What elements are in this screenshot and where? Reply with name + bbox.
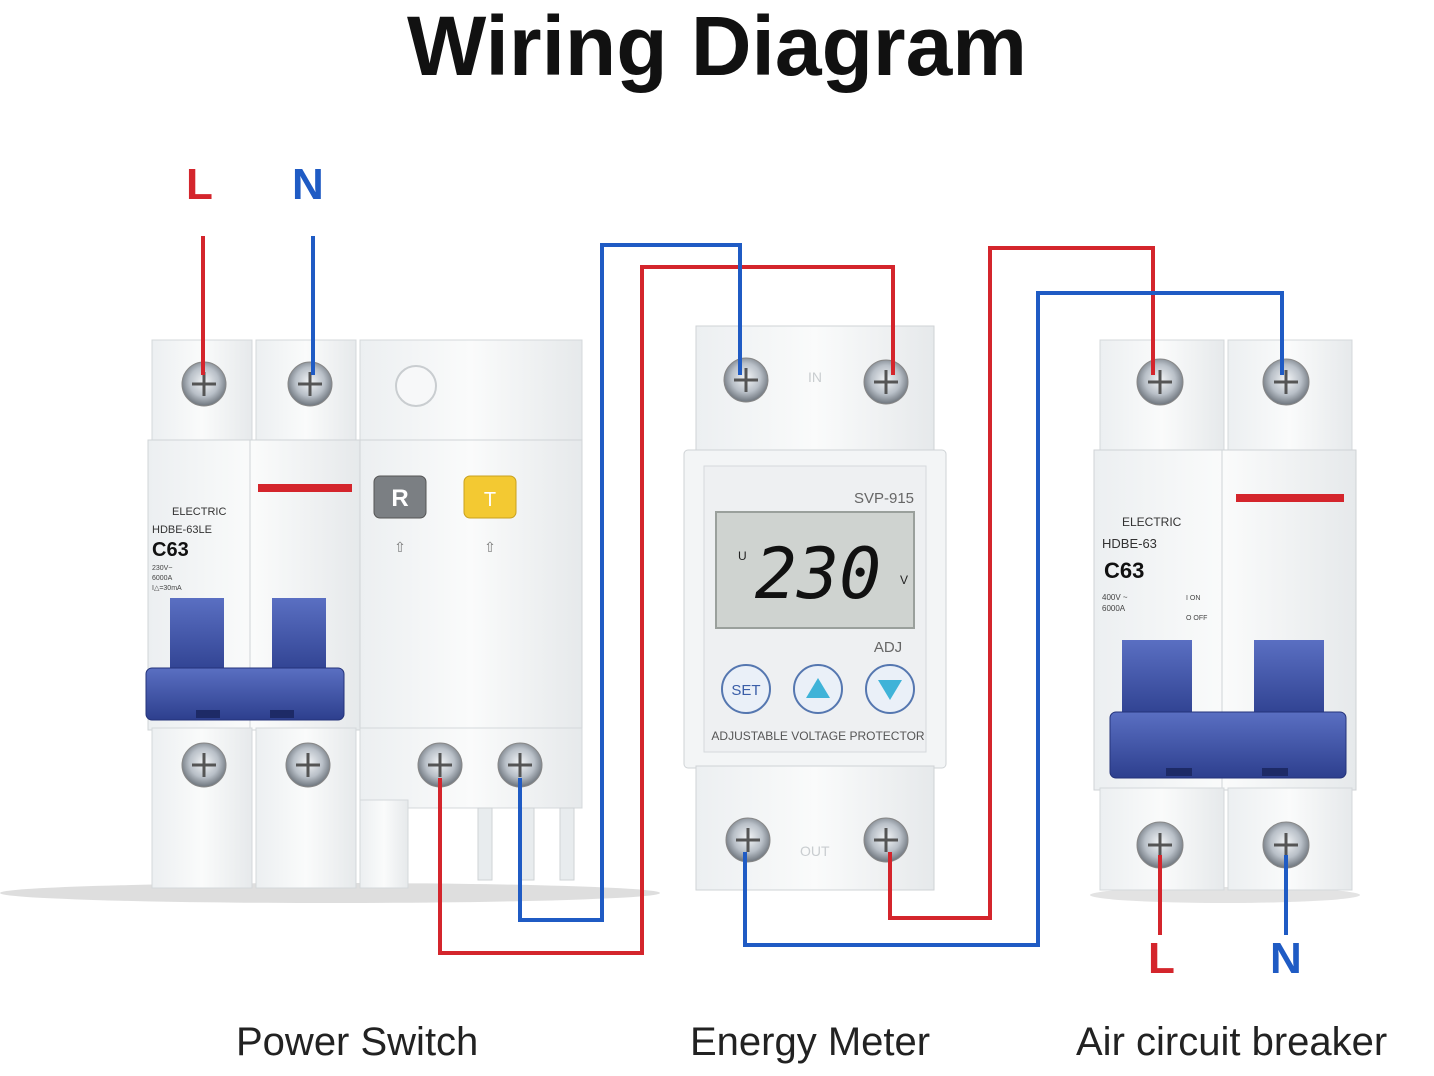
power-switch: R T ⇧ ⇧ ELECTRIC HDBE-63LE C63 230V~ 600… bbox=[0, 339, 660, 903]
acb-screw-bot-l bbox=[1136, 821, 1184, 869]
meter-screw-in-n bbox=[723, 357, 769, 403]
meter-model: SVP-915 bbox=[854, 490, 914, 507]
wire-meter-to-acb-neutral bbox=[743, 291, 1284, 947]
output-live-label: L bbox=[1148, 934, 1175, 983]
ps-screw-bot-2 bbox=[285, 742, 331, 788]
ps-screw-bot-1 bbox=[181, 742, 227, 788]
energy-meter: IN OUT SVP-915 U 230 V ADJ SET ADJUSTABL… bbox=[683, 325, 947, 891]
acb-on: I ON bbox=[1186, 595, 1200, 602]
meter-unit-u: U bbox=[738, 549, 747, 563]
reset-button-label: R bbox=[391, 485, 408, 512]
acb-brand: ELECTRIC bbox=[1122, 515, 1182, 529]
ps-spec-1: 230V~ bbox=[152, 565, 172, 572]
acb-spec-1: 400V ~ bbox=[1102, 593, 1128, 602]
caption-air-circuit-breaker: Air circuit breaker bbox=[1076, 1020, 1388, 1064]
ps-spec-3: I△=30mA bbox=[152, 585, 182, 592]
ps-spec-2: 6000A bbox=[152, 575, 173, 582]
meter-in-label: IN bbox=[808, 369, 822, 385]
wire-ps-to-meter-live bbox=[438, 265, 895, 955]
wire-meter-to-acb-live bbox=[888, 246, 1155, 920]
wires bbox=[201, 236, 1288, 955]
meter-screw-out-n bbox=[725, 817, 771, 863]
meter-unit-v: V bbox=[900, 573, 908, 587]
acb-model: HDBE-63 bbox=[1102, 536, 1157, 551]
acb-spec-2: 6000A bbox=[1102, 604, 1126, 613]
ps-screw-top-n bbox=[287, 361, 333, 407]
ps-brand: ELECTRIC bbox=[172, 506, 226, 518]
ps-screw-out-l bbox=[417, 742, 463, 788]
caption-power-switch: Power Switch bbox=[236, 1020, 479, 1064]
svg-text:⇧: ⇧ bbox=[394, 539, 406, 555]
ps-rating: C63 bbox=[152, 539, 189, 561]
test-button-label: T bbox=[484, 489, 496, 511]
acb-rating: C63 bbox=[1104, 558, 1144, 583]
input-neutral-label: N bbox=[292, 160, 324, 209]
air-circuit-breaker: ELECTRIC HDBE-63 C63 400V ~ 6000A I ON O… bbox=[1090, 339, 1360, 903]
meter-adj: ADJ bbox=[874, 639, 902, 656]
acb-screw-top-n bbox=[1262, 358, 1310, 406]
meter-set-button[interactable]: SET bbox=[721, 664, 771, 714]
ps-model: HDBE-63LE bbox=[152, 524, 212, 536]
acb-screw-top-l bbox=[1136, 358, 1184, 406]
diagram-title: Wiring Diagram bbox=[407, 0, 1027, 93]
meter-set-label: SET bbox=[731, 682, 760, 699]
meter-reading: 230 bbox=[755, 533, 881, 615]
meter-screw-in-l bbox=[863, 359, 909, 405]
input-live-label: L bbox=[186, 160, 213, 209]
meter-out-label: OUT bbox=[800, 843, 830, 859]
meter-label: ADJUSTABLE VOLTAGE PROTECTOR bbox=[711, 729, 924, 743]
output-neutral-label: N bbox=[1270, 934, 1302, 983]
meter-up-button[interactable] bbox=[793, 664, 843, 714]
wire-ps-to-meter-neutral bbox=[518, 243, 742, 922]
ps-screw-out-n bbox=[497, 742, 543, 788]
meter-down-button[interactable] bbox=[865, 664, 915, 714]
caption-energy-meter: Energy Meter bbox=[690, 1020, 931, 1064]
svg-text:⇧: ⇧ bbox=[484, 539, 496, 555]
meter-screw-out-l bbox=[863, 817, 909, 863]
acb-off: O OFF bbox=[1186, 615, 1207, 622]
